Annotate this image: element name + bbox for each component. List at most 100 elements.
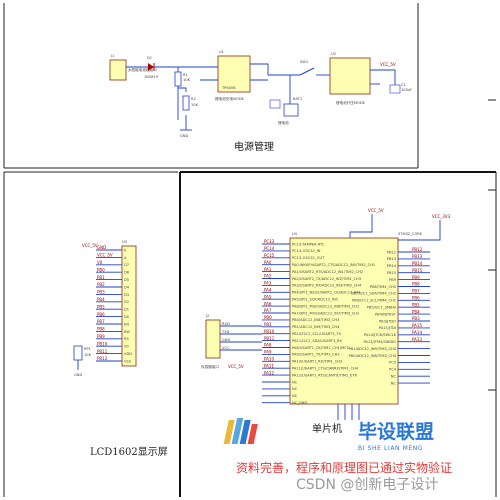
lcd-pin-net: PB1 xyxy=(97,275,105,280)
mcu-right-pin: PB6/I2C1_SCL/TIM4_CH1 xyxy=(352,299,396,303)
mcu-left-pin: PA10/USART1_RX/TIM1_CH3 xyxy=(292,360,342,364)
mcu-right-pin: PB15 xyxy=(387,271,396,275)
mcu-left-net: PA0 xyxy=(264,260,272,265)
mcu-left-net: PA9 xyxy=(264,350,272,355)
mcu-left-net: PA10 xyxy=(264,357,274,362)
charger-ref: U1 xyxy=(219,50,224,54)
mcu-left-pin: NC xyxy=(292,387,298,391)
mcu-right-pin: PA13/JTMS/SWDIO xyxy=(363,340,396,344)
connector-pin: VCC xyxy=(222,346,230,350)
mcu-left-pin: PB0/ADC12_IN8/TIM3_CH3 xyxy=(292,318,339,322)
mcu-right-pin: PC5 xyxy=(389,361,396,365)
diode-symbol xyxy=(148,63,154,71)
wire xyxy=(349,214,373,240)
lcd-contrast-pot[interactable] xyxy=(73,345,83,361)
lcd-pin-name: D4 xyxy=(124,285,130,289)
diode-part: 1N5819 xyxy=(144,75,159,79)
mcu-left-net: PC13 xyxy=(264,239,275,244)
mcu-right-pin: NC xyxy=(391,381,397,385)
lcd-pin-net: PB2 xyxy=(97,282,105,287)
mcu-right-pin: PB5/I2C1_SMBAI xyxy=(367,306,396,310)
lcd-pin-net: PB7 xyxy=(97,319,105,324)
wire xyxy=(250,63,269,75)
stm32-core-board[interactable] xyxy=(289,237,399,405)
mcu-right-net: PA14 xyxy=(412,330,422,335)
mcu-left-pin: PA3/USART2_RX/ADC12_IN3/TIM2_CH4 xyxy=(292,284,362,288)
charger-chip[interactable] xyxy=(217,55,251,93)
wire xyxy=(370,69,396,85)
mcu-left-net: PA3 xyxy=(264,281,272,286)
mcu-right-net: PB4 xyxy=(412,309,420,314)
mcu-left-pins: PC13PC13-TAMPER-RTCPC14PC14-OSC32_INPC15… xyxy=(262,239,375,405)
mcu-label: 单片机 xyxy=(312,422,342,435)
lcd-pin-group: GNDKVCC_5VAV0D7PB0D6PB1D5PB2D4PB3D3PB4D2… xyxy=(96,245,132,363)
lcd-pin-name: D2 xyxy=(124,300,129,304)
mcu-right-pin: PB4/NJTRST xyxy=(375,312,397,316)
mcu-left-pin: PC14-OSC32_IN xyxy=(292,249,321,253)
resistor-r2[interactable] xyxy=(182,95,190,111)
mcu-left-net: PA6 xyxy=(264,301,272,306)
sensor-connector[interactable] xyxy=(205,319,221,359)
lcd-pin-name: K xyxy=(124,248,127,252)
output-capacitor[interactable] xyxy=(389,84,401,94)
lcd-pin-name: VSS xyxy=(124,359,132,363)
mcu-bottom-pins xyxy=(337,404,360,420)
boost-label: 锂电池升压MODE xyxy=(336,100,366,105)
cap-ref: C1 xyxy=(401,83,406,87)
lcd-pin-name: D1 xyxy=(124,308,129,312)
mcu-left-net: PA2 xyxy=(264,274,272,279)
boost-cap xyxy=(269,99,281,109)
mcu-left-pin: PA6/SPI1_MISO/ADC12_IN6/TIM3_CH1 xyxy=(292,304,359,308)
lcd-gnd: GND xyxy=(74,373,82,377)
lcd-pin-net: PB11 xyxy=(97,349,108,354)
mcu-left-pin: NC_GND xyxy=(292,401,307,405)
resistor-r1[interactable] xyxy=(174,71,182,87)
lcd-pin-name: EN xyxy=(124,322,129,326)
watermark-csdn: CSDN @创新电子设计 xyxy=(296,477,438,493)
lcd-pin-net: V0 xyxy=(97,260,103,265)
pot-ref: RP1 xyxy=(84,347,91,351)
lcd-pin-net: PB3 xyxy=(97,290,105,295)
pot-val: 10K xyxy=(84,353,92,357)
lcd-pin-net: PB5 xyxy=(97,304,105,309)
lcd-pin-net: PB9 xyxy=(97,334,105,339)
solar-input-connector[interactable] xyxy=(109,59,127,81)
mcu-left-net: PA7 xyxy=(264,308,272,313)
lcd-pin-net: PB0 xyxy=(97,267,105,272)
brand-logo-icon xyxy=(223,418,258,444)
input-ref: J1 xyxy=(110,54,114,58)
mcu-right-net: PB5 xyxy=(412,302,420,307)
mcu-right-pin: PB12 xyxy=(387,250,396,254)
r1-ref: R1 xyxy=(183,73,188,77)
lcd-pin-name: V0 xyxy=(124,345,129,349)
brand-name: 毕设联盟 xyxy=(358,421,434,443)
lcd1602-module[interactable] xyxy=(121,245,137,367)
wire xyxy=(178,87,187,92)
lcd-pin-name: D3 xyxy=(124,293,129,297)
mcu-right-pin: PA15/JTDI xyxy=(379,326,396,330)
switch-sw1[interactable] xyxy=(299,67,315,76)
mcu-right-net: PB14 xyxy=(412,261,423,266)
lcd-pin-net: PB8 xyxy=(97,327,105,332)
lcd-pin-name: RS xyxy=(124,337,129,341)
connector-vcc: VCC_5V xyxy=(228,364,244,369)
battery-label: BAT1 xyxy=(293,97,302,101)
connector-pin: TXD xyxy=(221,330,230,334)
mcu-left-pin: PB10/I2C2_SCL/USART3_TX xyxy=(292,332,342,336)
mcu-left-net: PA12 xyxy=(264,370,274,375)
mcu-left-pin: PA7/SPI1_MOSI/ADC12_IN7/TIM3_CH2 xyxy=(292,311,359,315)
mcu-right-pin: PB0/ADC12_IN8/TIM3_CH3 xyxy=(349,354,396,358)
mcu-vcc33-label: VCC_3V3 xyxy=(432,214,451,219)
mcu-left-net: PB10 xyxy=(264,329,275,334)
lcd-pin-name: VDD xyxy=(124,352,132,356)
battery-bat1[interactable] xyxy=(283,103,299,117)
mcu-right-pin: PB14 xyxy=(387,264,397,268)
mcu-right-net: PB15 xyxy=(412,268,423,273)
mcu-right-net: PB3 xyxy=(412,316,420,321)
charger-part: TP4056 xyxy=(221,86,236,90)
mcu-left-pin: NC xyxy=(292,380,298,384)
mcu-left-pin: PB11/I2C2_SDA/USART3_RX xyxy=(292,339,342,343)
charge-label: 锂电池充电MODE xyxy=(215,96,245,101)
boost-chip[interactable] xyxy=(329,57,371,95)
